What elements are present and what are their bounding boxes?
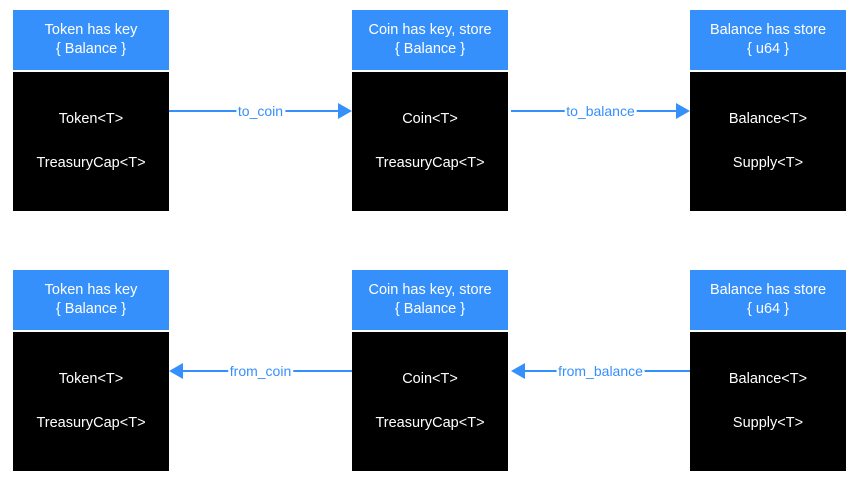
node-header-line1: Token has key [44, 22, 138, 38]
node-header-line1: Balance has store [709, 282, 827, 298]
node-header-line2: { Balance } [394, 41, 466, 57]
node-header-line1: Balance has store [709, 22, 827, 38]
node-body-line2: TreasuryCap<T> [375, 155, 485, 171]
node-body-line2: Supply<T> [732, 415, 804, 431]
node-body-line1: Balance<T> [728, 111, 808, 127]
node-header-line1: Coin has key, store [368, 22, 492, 38]
node-balance-bottom[interactable]: Balance has store { u64 } Balance<T> Sup… [690, 270, 846, 471]
node-header: Token has key { Balance } [13, 270, 169, 330]
edge-to-coin: to_coin [169, 98, 352, 124]
node-body-line1: Coin<T> [402, 371, 458, 387]
node-body-line1: Coin<T> [402, 111, 458, 127]
edge-label: to_coin [235, 103, 286, 119]
node-body: Token<T> TreasuryCap<T> [13, 72, 169, 211]
node-header-line1: Coin has key, store [368, 282, 492, 298]
node-header-line2: { Balance } [55, 41, 127, 57]
node-body: Balance<T> Supply<T> [690, 332, 846, 471]
edge-label: from_balance [556, 363, 645, 379]
node-coin-top[interactable]: Coin has key, store { Balance } Coin<T> … [352, 10, 508, 211]
node-header: Coin has key, store { Balance } [352, 270, 508, 330]
node-body-line2: TreasuryCap<T> [375, 415, 485, 431]
node-body: Token<T> TreasuryCap<T> [13, 332, 169, 471]
node-body-line1: Token<T> [58, 111, 124, 127]
node-header: Balance has store { u64 } [690, 10, 846, 70]
node-body: Balance<T> Supply<T> [690, 72, 846, 211]
node-header-line2: { u64 } [747, 301, 789, 317]
edge-from-balance: from_balance [511, 358, 690, 384]
node-header-line1: Token has key [44, 282, 138, 298]
node-body-line1: Token<T> [58, 371, 124, 387]
edge-label: from_coin [227, 363, 294, 379]
node-body: Coin<T> TreasuryCap<T> [352, 72, 508, 211]
node-token-bottom[interactable]: Token has key { Balance } Token<T> Treas… [13, 270, 169, 471]
node-header: Token has key { Balance } [13, 10, 169, 70]
node-coin-bottom[interactable]: Coin has key, store { Balance } Coin<T> … [352, 270, 508, 471]
node-header-line2: { Balance } [394, 301, 466, 317]
node-header: Balance has store { u64 } [690, 270, 846, 330]
node-body-line2: TreasuryCap<T> [36, 155, 146, 171]
node-header: Coin has key, store { Balance } [352, 10, 508, 70]
edge-to-balance: to_balance [511, 98, 690, 124]
node-body-line2: TreasuryCap<T> [36, 415, 146, 431]
edge-label: to_balance [564, 103, 637, 119]
node-header-line2: { u64 } [747, 41, 789, 57]
node-header-line2: { Balance } [55, 301, 127, 317]
node-body-line2: Supply<T> [732, 155, 804, 171]
node-body: Coin<T> TreasuryCap<T> [352, 332, 508, 471]
edge-from-coin: from_coin [169, 358, 352, 384]
node-body-line1: Balance<T> [728, 371, 808, 387]
node-token-top[interactable]: Token has key { Balance } Token<T> Treas… [13, 10, 169, 211]
node-balance-top[interactable]: Balance has store { u64 } Balance<T> Sup… [690, 10, 846, 211]
